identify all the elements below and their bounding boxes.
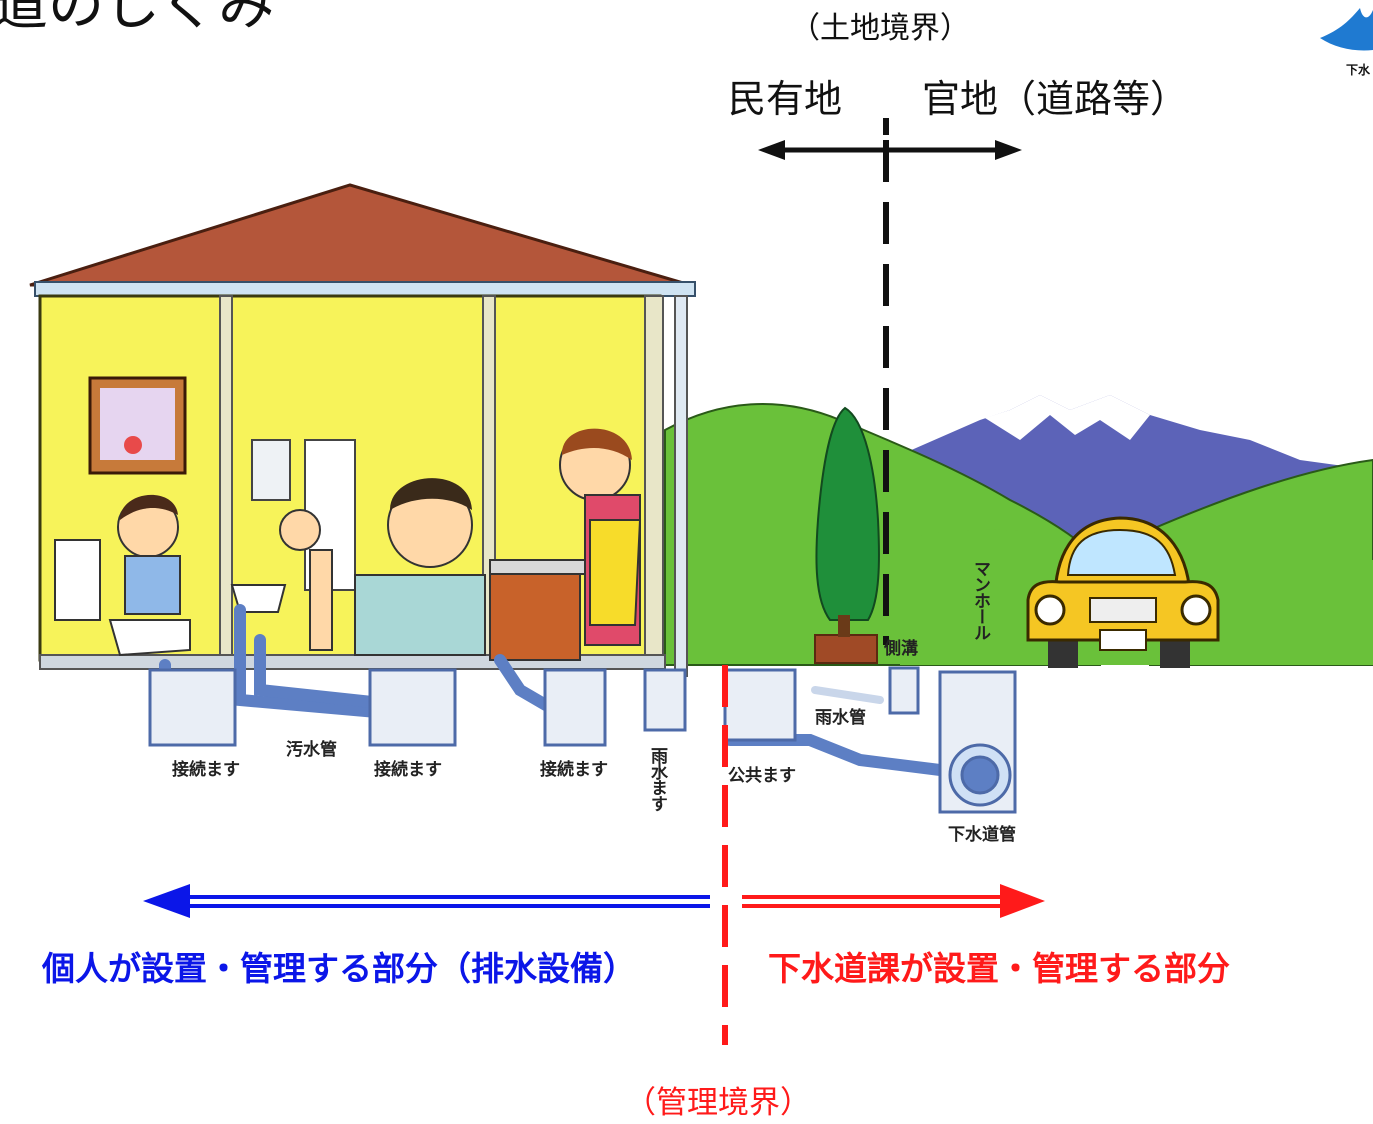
- private-part-caption: 個人が設置・管理する部分（排水設備）: [42, 949, 636, 988]
- manhole-label: マンホール: [970, 560, 990, 640]
- logo-icon: [1320, 8, 1373, 51]
- private-arrow: [143, 884, 710, 918]
- public-land-label: 官地（道路等）: [922, 77, 1189, 121]
- connection-box-label-3: 接続ます: [540, 760, 608, 780]
- logo-text: 下水: [1346, 63, 1371, 77]
- public-box-label: 公共ます: [728, 766, 796, 786]
- pipe-boxes: [148, 666, 1017, 814]
- land-boundary-label: （土地境界）: [790, 11, 970, 46]
- rainwater-pipe-label: 雨水管: [815, 708, 866, 728]
- house: [29, 183, 696, 677]
- tree: [814, 406, 880, 664]
- sewer-pipe-label: 下水道管: [948, 825, 1016, 845]
- private-land-label: 民有地: [728, 77, 843, 121]
- car: [1026, 516, 1220, 668]
- gutter-label: 側溝: [884, 639, 918, 659]
- land-arrow: [758, 140, 1022, 160]
- sewage-pipe-label: 汚水管: [286, 740, 337, 760]
- public-part-caption: 下水道課が設置・管理する部分: [768, 949, 1230, 988]
- connection-box-label-2: 接続ます: [374, 760, 442, 780]
- rainwater-box-label: 雨水ます: [647, 747, 667, 811]
- page-title-partial: 道のしくみ: [0, 0, 275, 38]
- connection-box-label-1: 接続ます: [172, 760, 240, 780]
- landscape: [664, 395, 1373, 666]
- public-arrow: [742, 884, 1045, 918]
- management-boundary-label: （管理境界）: [625, 1085, 811, 1121]
